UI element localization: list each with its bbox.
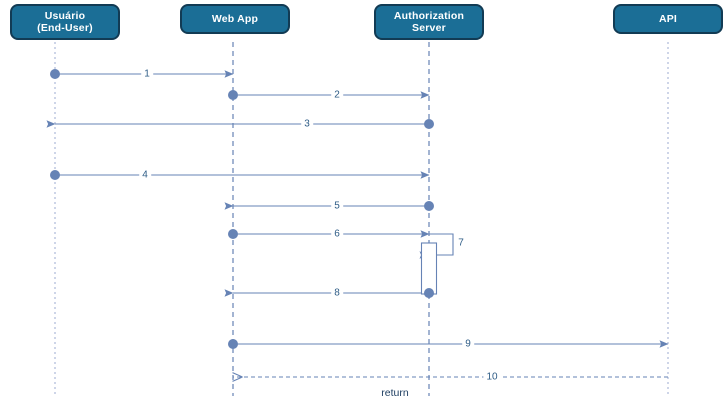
self-message-arrow-7[interactable] <box>419 233 454 259</box>
message-origin-dot-4 <box>50 170 60 180</box>
message-label-5: 5 <box>331 200 343 212</box>
message-origin-dot-3 <box>424 119 434 129</box>
message-label-7: 7 <box>458 237 464 249</box>
message-label-9: 9 <box>462 338 474 350</box>
message-origin-dot-2 <box>228 90 238 100</box>
activation-bar-auth[interactable] <box>420 242 438 295</box>
message-label-2: 2 <box>331 89 343 101</box>
return-note-label: return <box>381 387 409 399</box>
message-origin-dot-5 <box>424 201 434 211</box>
participant-box-webapp[interactable]: Web App <box>180 4 290 34</box>
message-origin-dot-9 <box>228 339 238 349</box>
message-origin-dot-1 <box>50 69 60 79</box>
messages-layer <box>46 69 669 382</box>
message-origin-dot-8-overlay <box>424 288 434 298</box>
participant-box-auth[interactable]: Authorization Server <box>374 4 484 40</box>
lifelines-layer <box>54 42 669 396</box>
participant-box-user[interactable]: Usuário (End-User) <box>10 4 120 40</box>
message-label-6: 6 <box>331 228 343 240</box>
message-label-8: 8 <box>331 287 343 299</box>
message-label-10: 10 <box>483 371 501 383</box>
message-label-1: 1 <box>141 68 153 80</box>
participant-box-api[interactable]: API <box>613 4 723 34</box>
activation-layer <box>420 242 438 298</box>
message-label-3: 3 <box>301 118 313 130</box>
message-origin-dot-6 <box>228 229 238 239</box>
message-label-4: 4 <box>139 169 151 181</box>
